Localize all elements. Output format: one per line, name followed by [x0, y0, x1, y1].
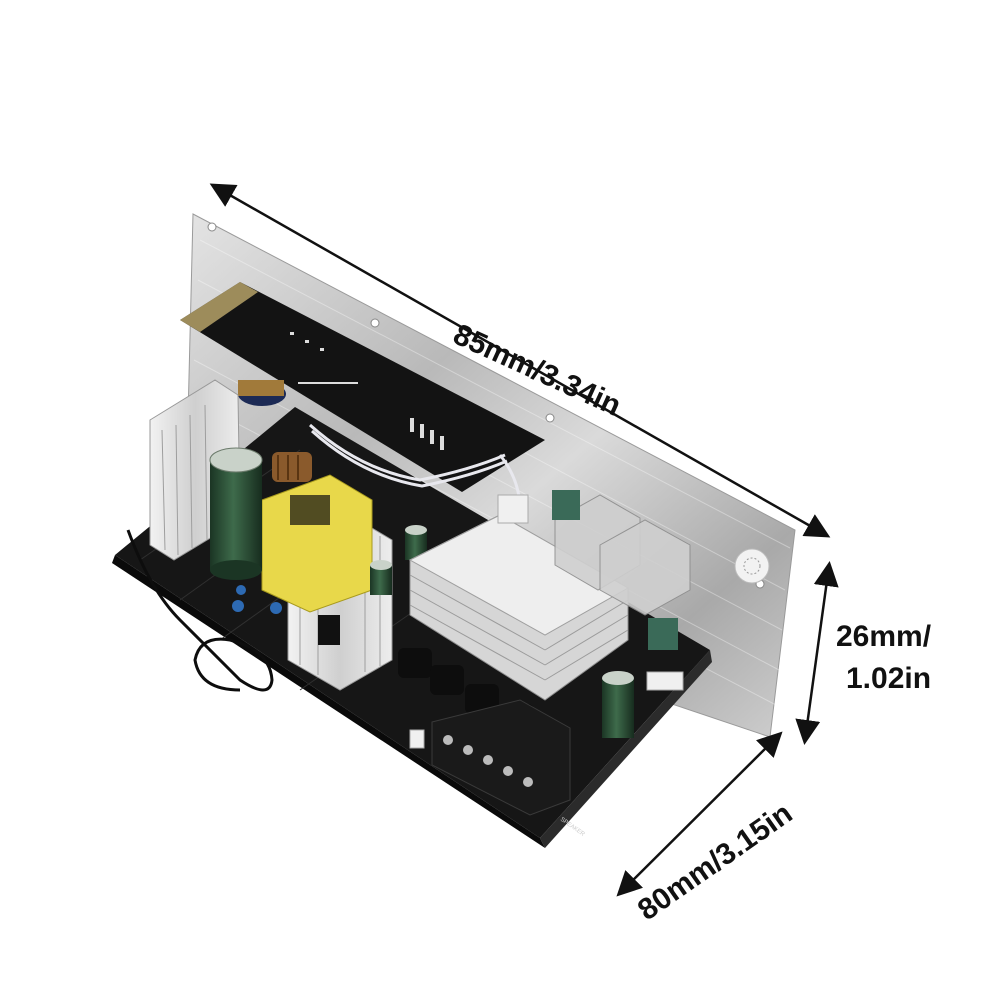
dimension-arrows	[209, 183, 839, 897]
knob-potentiometer	[238, 380, 286, 406]
antenna-wire	[126, 529, 274, 692]
capacitor-small	[602, 671, 634, 738]
capacitor-large	[209, 447, 263, 580]
height-arrow	[795, 561, 839, 745]
transformer	[261, 474, 373, 613]
certification-sticker	[734, 548, 770, 584]
speaker-terminal-block: SPEAKER	[431, 699, 586, 838]
blue-ceramic-capacitors	[232, 585, 282, 614]
height-dimension-label-line2: 1.02in	[846, 662, 932, 695]
height-dimension-label-line1: 26mm/	[836, 620, 932, 653]
length-arrow	[209, 183, 831, 538]
inductor-coil	[272, 452, 312, 482]
width-arrow	[616, 731, 783, 897]
